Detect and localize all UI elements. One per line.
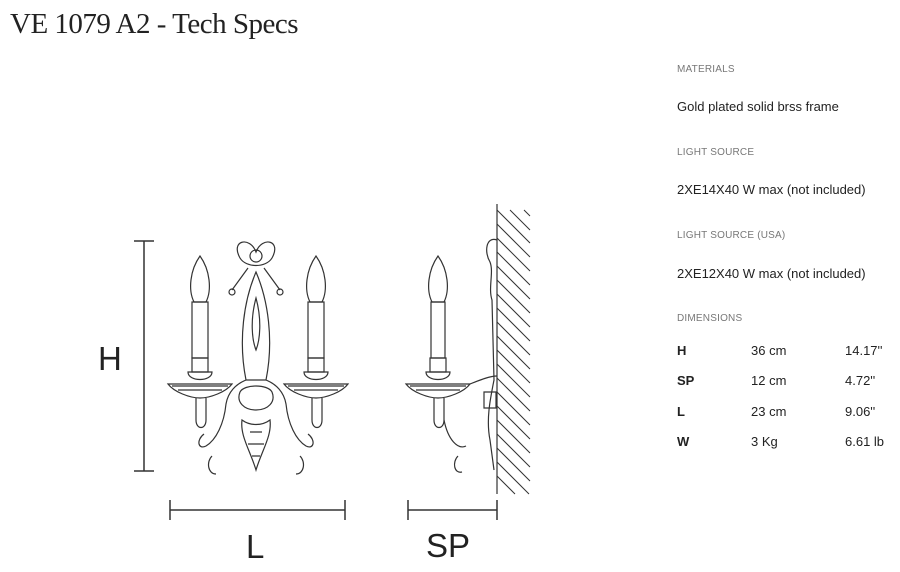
dimension-key: W xyxy=(677,434,690,449)
dimension-row-projection: SP 12 cm 4.72'' xyxy=(677,373,897,391)
light-source-usa-value: 2XE12X40 W max (not included) xyxy=(677,266,866,281)
dimension-metric: 23 cm xyxy=(751,404,787,419)
sconce-front-view xyxy=(166,241,350,475)
materials-label: MATERIALS xyxy=(677,64,735,75)
projection-dimension xyxy=(407,500,498,520)
dimension-metric: 36 cm xyxy=(751,343,787,358)
dimension-key: L xyxy=(677,404,685,419)
dimension-row-height: H 36 cm 14.17'' xyxy=(677,343,897,361)
projection-label: SP xyxy=(426,527,470,564)
dimension-imperial: 14.17'' xyxy=(845,343,883,358)
dimension-key: H xyxy=(677,343,687,358)
dimension-imperial: 6.61 lb xyxy=(845,434,885,449)
dimension-metric: 12 cm xyxy=(751,373,787,388)
materials-value: Gold plated solid brss frame xyxy=(677,99,839,114)
page-title: VE 1079 A2 - Tech Specs xyxy=(10,8,298,40)
dimension-metric: 3 Kg xyxy=(751,434,778,449)
light-source-label: LIGHT SOURCE xyxy=(677,147,755,158)
height-dimension xyxy=(134,240,154,472)
wall-hatching xyxy=(496,209,531,495)
dimensions-label: DIMENSIONS xyxy=(677,313,743,324)
light-source-value: 2XE14X40 W max (not included) xyxy=(677,182,866,197)
dimension-row-length: L 23 cm 9.06'' xyxy=(677,404,897,422)
dimension-key: SP xyxy=(677,373,695,388)
light-source-usa-label: LIGHT SOURCE (USA) xyxy=(677,230,786,241)
technical-drawing: H L SP xyxy=(98,204,531,565)
sconce-side-view xyxy=(404,204,498,494)
length-label: L xyxy=(246,528,264,565)
length-dimension xyxy=(169,500,346,520)
dimension-imperial: 9.06'' xyxy=(845,404,876,419)
dimension-imperial: 4.72'' xyxy=(845,373,876,388)
height-label: H xyxy=(98,340,122,377)
dimension-row-weight: W 3 Kg 6.61 lb xyxy=(677,434,897,452)
